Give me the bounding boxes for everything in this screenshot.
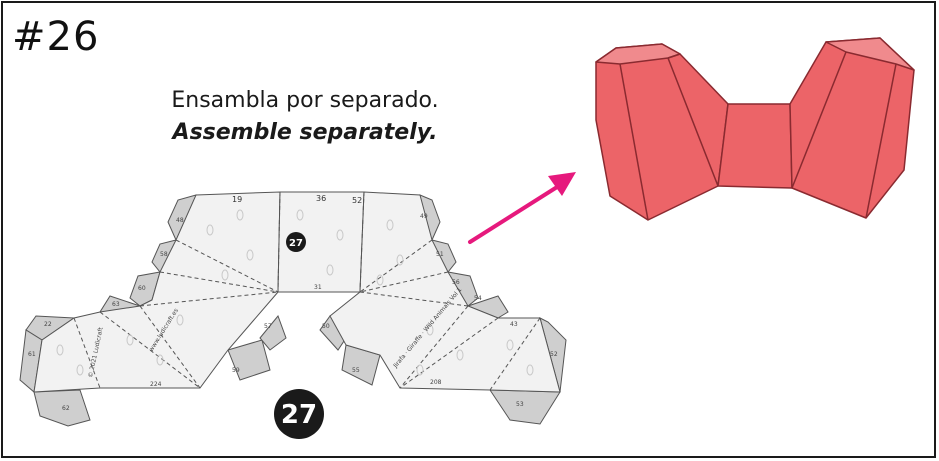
tab-label: 49 (420, 213, 428, 220)
inner-piece-badge: 27 (286, 232, 306, 252)
tab-label: 59 (232, 367, 240, 374)
tab-label: 53 (516, 401, 524, 408)
paper-pattern: 19 36 52 48 49 58 51 60 56 63 54 22 43 6… (19, 191, 567, 427)
tab-label: 52 (352, 196, 362, 205)
tab-label: 63 (112, 301, 120, 308)
tab-label: 208 (430, 379, 442, 386)
tab-label: 48 (176, 217, 184, 224)
tab-label: 43 (510, 321, 518, 328)
tab-label: 61 (28, 351, 36, 358)
tab-label: 52 (550, 351, 558, 358)
tab-label: 58 (160, 251, 168, 258)
instruction-spanish: Ensambla por separado. (171, 88, 439, 113)
assembled-model (595, 37, 915, 221)
tab-label: 19 (232, 195, 242, 204)
piece-number-badge: 27 (274, 389, 324, 439)
fold-lines (73, 191, 541, 391)
tab-labels: 19 36 52 48 49 58 51 60 56 63 54 22 43 6… (28, 194, 558, 412)
instruction-english: Assemble separately. (172, 120, 438, 145)
pattern-body (33, 191, 561, 393)
tab-label: 60 (138, 285, 146, 292)
tab-label: 54 (474, 295, 482, 302)
tab-label: 31 (314, 284, 322, 291)
arrow-icon (468, 172, 576, 244)
svg-text:27: 27 (289, 238, 303, 249)
tab-label: 55 (352, 367, 360, 374)
tab-label: 51 (436, 251, 444, 258)
step-number: #26 (12, 14, 100, 60)
glue-tabs (19, 194, 567, 427)
spot-pattern (56, 209, 534, 376)
piece-number: 27 (281, 400, 317, 430)
tab-label: 22 (44, 321, 52, 328)
tab-label: 56 (452, 279, 460, 286)
tab-label: 50 (322, 323, 330, 330)
tab-label: 57 (264, 323, 272, 330)
tab-label: 62 (62, 405, 70, 412)
tab-label: 36 (316, 194, 326, 203)
tab-label: 224 (150, 381, 162, 388)
